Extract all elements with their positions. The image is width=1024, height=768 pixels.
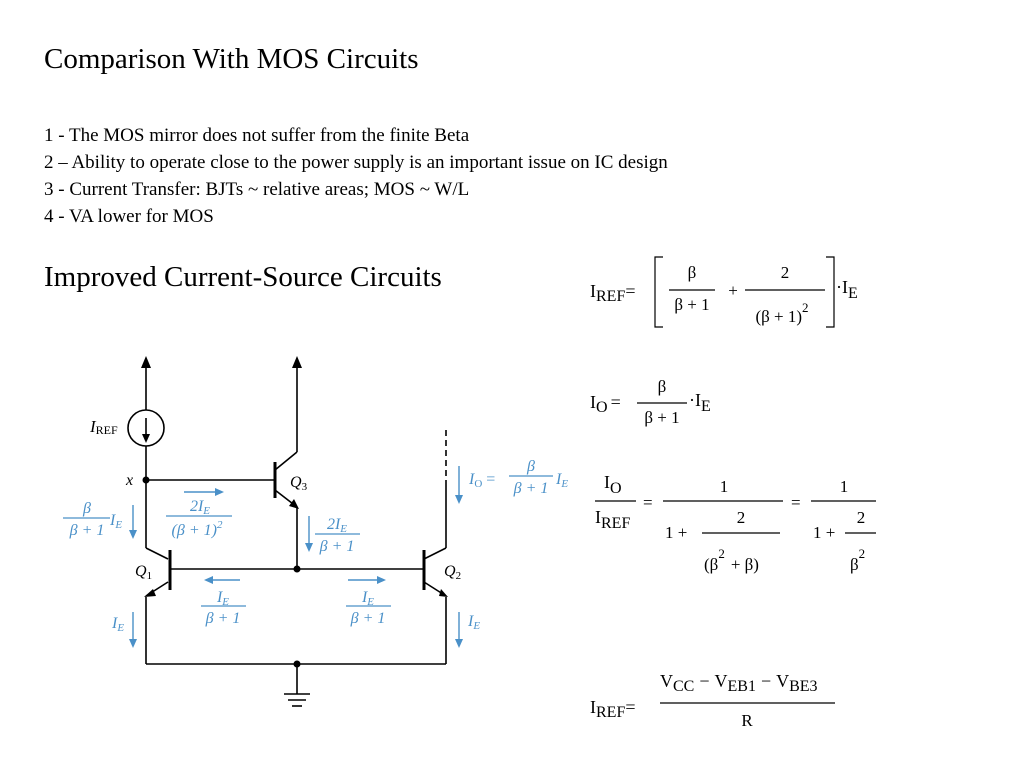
section-title: Improved Current-Source Circuits	[44, 261, 442, 293]
io-ie: IE	[555, 471, 568, 490]
q1-label: Q1	[135, 563, 152, 582]
q3-label: Q3	[290, 474, 308, 493]
left-emitter-ie: IE	[111, 615, 124, 634]
equation-iref-vcc: IREF= VCC−VEB1−VBE3 R	[590, 671, 818, 730]
io-annotation: IO=	[468, 471, 495, 490]
svg-text:β2: β2	[850, 546, 865, 574]
list-item-1: 1 - The MOS mirror does not suffer from …	[44, 125, 470, 146]
svg-text:·IE: ·IE	[689, 390, 711, 415]
left-base-den: β + 1	[205, 610, 241, 627]
svg-text:R: R	[741, 711, 753, 730]
q2-label: Q2	[444, 563, 461, 582]
io-beta-den: β + 1	[513, 480, 549, 497]
svg-text:IREF=: IREF=	[590, 281, 636, 305]
right-emitter-ie: IE	[467, 613, 480, 632]
node-x-label: x	[125, 472, 133, 489]
svg-text:1: 1	[840, 477, 849, 496]
svg-text:β + 1: β + 1	[674, 295, 709, 314]
svg-text:(β2+ β): (β2+ β)	[704, 546, 759, 574]
svg-text:VCC−VEB1−VBE3: VCC−VEB1−VBE3	[660, 671, 818, 695]
svg-text:2: 2	[781, 263, 790, 282]
equation-io: IO= β β + 1 ·IE	[590, 377, 711, 427]
svg-text:·IE: ·IE	[836, 277, 858, 302]
svg-text:IO: IO	[604, 472, 622, 497]
left-beta-num: β	[82, 500, 91, 517]
list-item-3: 3 - Current Transfer: BJTs ~ relative ar…	[44, 179, 470, 200]
svg-text:β: β	[688, 263, 697, 282]
svg-text:1 +: 1 +	[665, 523, 687, 542]
two-ie-num: 2IE	[327, 516, 347, 535]
svg-text:=: =	[791, 493, 801, 512]
svg-text:β + 1: β + 1	[644, 408, 679, 427]
svg-text:IO=: IO=	[590, 392, 621, 416]
list-item-2: 2 – Ability to operate close to the powe…	[44, 152, 668, 173]
svg-text:1 +: 1 +	[813, 523, 835, 542]
slide-title: Comparison With MOS Circuits	[44, 43, 419, 75]
svg-text:IREF=: IREF=	[590, 697, 636, 721]
current-annotations: IO= β β + 1 IE β β + 1 IE 2IE (β + 1)2 2…	[63, 458, 568, 648]
left-ie: IE	[109, 512, 122, 531]
list-item-4: 4 - VA lower for MOS	[44, 206, 214, 227]
sq-term-den: (β + 1)2	[172, 519, 223, 539]
right-base-num: IE	[361, 589, 374, 608]
equation-iref-beta: IREF= β β + 1 + 2 (β + 1)2 ·IE	[590, 263, 858, 326]
sq-term-num: 2IE	[190, 498, 210, 517]
svg-text:IREF: IREF	[595, 507, 630, 532]
right-base-den: β + 1	[350, 610, 386, 627]
equation-ratio: IO IREF = 1 1 + 2 (β2+ β) = 1 1 + 2 β2	[595, 472, 865, 574]
circuit-wires	[127, 356, 448, 707]
circuit-nodes	[142, 476, 301, 668]
svg-text:2: 2	[857, 508, 866, 527]
iref-label: IREF	[89, 417, 118, 437]
left-beta-den: β + 1	[69, 522, 105, 539]
svg-text:(β + 1)2: (β + 1)2	[755, 300, 808, 326]
svg-text:β: β	[658, 377, 667, 396]
left-base-num: IE	[216, 589, 229, 608]
two-ie-den: β + 1	[319, 538, 355, 555]
svg-text:=: =	[643, 493, 653, 512]
io-beta-num: β	[526, 458, 535, 475]
svg-text:2: 2	[737, 508, 746, 527]
svg-text:1: 1	[720, 477, 729, 496]
svg-text:+: +	[728, 281, 738, 300]
